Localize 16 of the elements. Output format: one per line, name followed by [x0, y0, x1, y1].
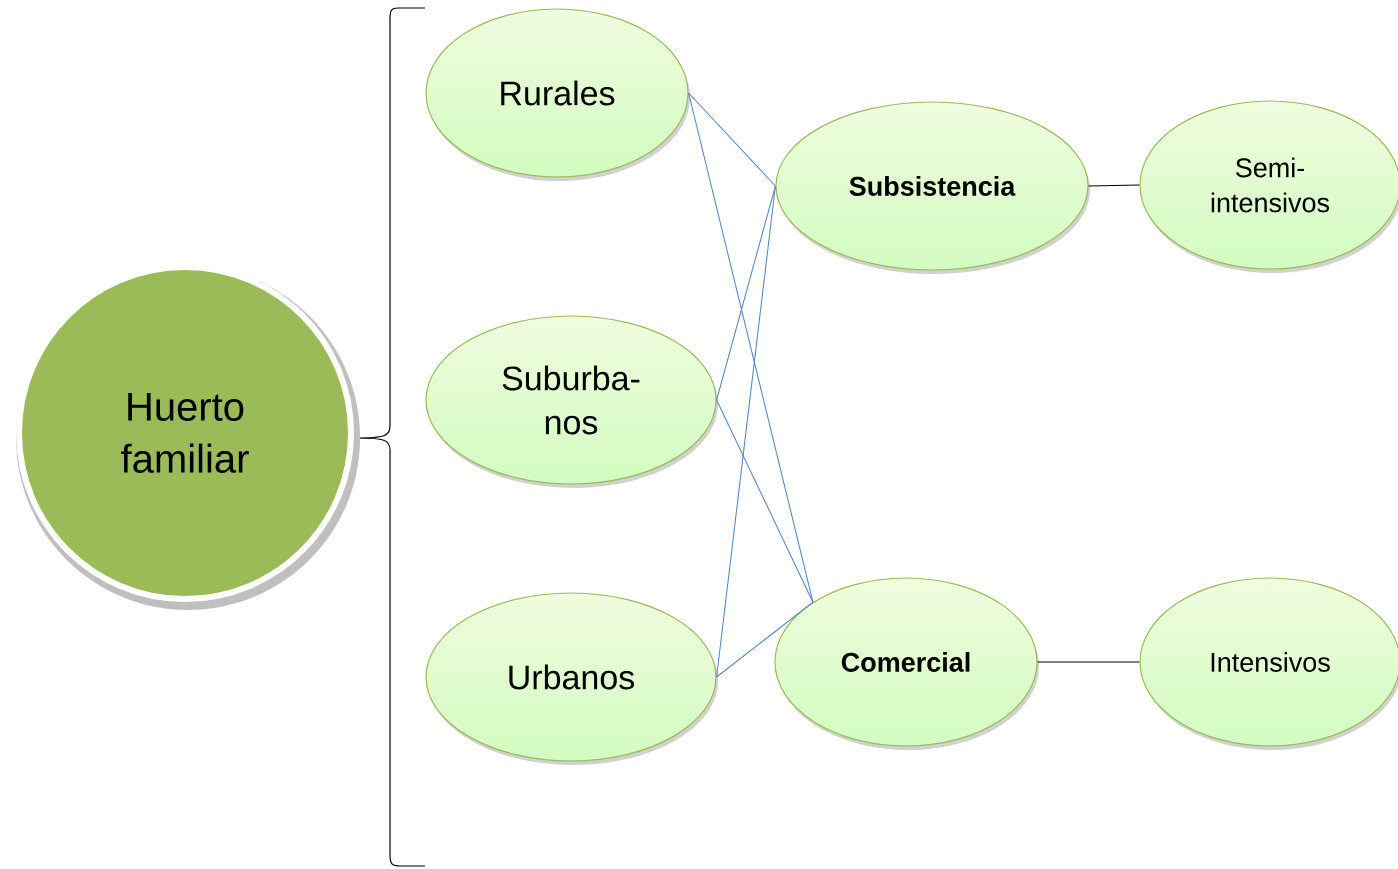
connector-line	[716, 185, 776, 401]
connector-line	[1088, 184, 1140, 187]
ellipse-node: Intensivos	[1139, 577, 1398, 750]
circle-node: Huerto familiar	[16, 264, 360, 610]
connector-line	[1037, 661, 1140, 663]
connector-line	[716, 185, 776, 678]
ellipse-node: Subsistencia	[775, 101, 1090, 274]
connector-line	[688, 92, 776, 187]
connector-line	[716, 601, 814, 678]
ellipse-node: Urbanos	[425, 592, 718, 765]
connector-line	[688, 92, 814, 603]
ellipse-node: Suburba- nos	[425, 315, 718, 488]
connector-line	[716, 399, 814, 603]
ellipse-node: Rurales	[425, 8, 690, 181]
ellipse-node: Semi- intensivos	[1139, 100, 1398, 273]
ellipse-node: Comercial	[774, 577, 1039, 750]
